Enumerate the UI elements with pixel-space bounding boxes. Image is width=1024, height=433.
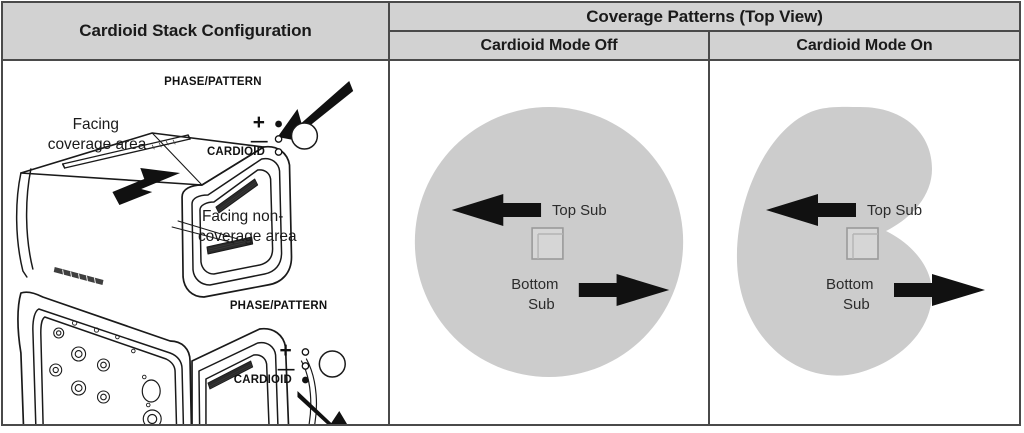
bottom-sub-arrow-icon <box>578 274 670 306</box>
coverage-pattern-on-diagram: Top Sub Bottom Sub <box>736 106 985 376</box>
cell-coverage-mode-off: Top Sub Bottom Sub <box>390 61 710 424</box>
bottom-unit-phase-pattern-label: PHASE/PATTERN <box>230 300 327 312</box>
bottom-unit-minus-symbol: — <box>278 359 295 378</box>
facing-coverage-label-line2: coverage area <box>48 136 147 153</box>
bottom-unit-led-minus <box>301 362 310 370</box>
top-sub-label: Top Sub <box>867 202 922 219</box>
header-mode-on-label: Cardioid Mode On <box>796 36 933 54</box>
bottom-unit-cardioid-label: CARDIOID <box>234 374 292 386</box>
coverage-shape-cardioid <box>736 106 932 376</box>
bottom-sub-arrow-icon <box>894 274 985 306</box>
top-unit-cardioid-label: CARDIOID <box>207 146 265 158</box>
header-cardioid-stack-configuration: Cardioid Stack Configuration <box>3 3 390 61</box>
header-cardioid-mode-off: Cardioid Mode Off <box>390 32 710 61</box>
subwoofer-stack-drawing: Facing coverage area Facing non- coverag… <box>15 76 354 424</box>
bottom-sub-label-line1: Bottom <box>826 276 874 293</box>
sub-unit-icon <box>846 227 879 260</box>
top-unit-led-plus <box>275 120 282 128</box>
bottom-unit-cardioid-arrow-icon <box>297 391 348 424</box>
top-unit-mode-button[interactable] <box>290 122 319 150</box>
sub-unit-icon <box>531 227 564 260</box>
bottom-unit-plus-symbol: + <box>280 339 292 362</box>
facing-non-coverage-label-line2: coverage area <box>198 228 297 245</box>
top-unit-plus-symbol: + <box>253 111 265 134</box>
bottom-unit-mode-button[interactable] <box>318 350 346 378</box>
bottom-sub-label-line2: Sub <box>843 296 870 313</box>
bottom-unit-led-plus <box>301 348 310 356</box>
header-coverage-patterns: Coverage Patterns (Top View) <box>390 3 1019 32</box>
top-sub-label: Top Sub <box>552 202 607 219</box>
top-sub-arrow-icon <box>766 194 856 226</box>
top-unit-led-minus <box>274 135 283 143</box>
header-mode-off-label: Cardioid Mode Off <box>480 36 618 54</box>
top-unit-phase-pattern-label: PHASE/PATTERN <box>164 76 261 88</box>
bottom-sub-label-line2: Sub <box>528 296 555 313</box>
facing-non-coverage-label-line1: Facing non- <box>202 208 283 225</box>
header-left-label: Cardioid Stack Configuration <box>79 21 312 40</box>
header-cardioid-mode-on: Cardioid Mode On <box>710 32 1019 61</box>
facing-coverage-label-line1: Facing <box>73 116 119 133</box>
header-coverage-label: Coverage Patterns (Top View) <box>586 6 823 26</box>
comparison-table: Cardioid Stack Configuration Coverage Pa… <box>1 1 1021 426</box>
cell-stack-illustration: Facing coverage area Facing non- coverag… <box>3 61 390 424</box>
top-unit-led-cardioid <box>274 148 283 156</box>
coverage-pattern-off-diagram: Top Sub Bottom Sub <box>414 107 684 377</box>
bottom-sub-label-line1: Bottom <box>511 276 558 293</box>
top-sub-arrow-icon <box>451 194 542 226</box>
top-unit-minus-symbol: — <box>251 131 268 150</box>
cell-coverage-mode-on: Top Sub Bottom Sub <box>710 61 1019 424</box>
bottom-unit-led-cardioid <box>302 376 309 384</box>
facing-coverage-arrow-icon <box>112 168 181 205</box>
